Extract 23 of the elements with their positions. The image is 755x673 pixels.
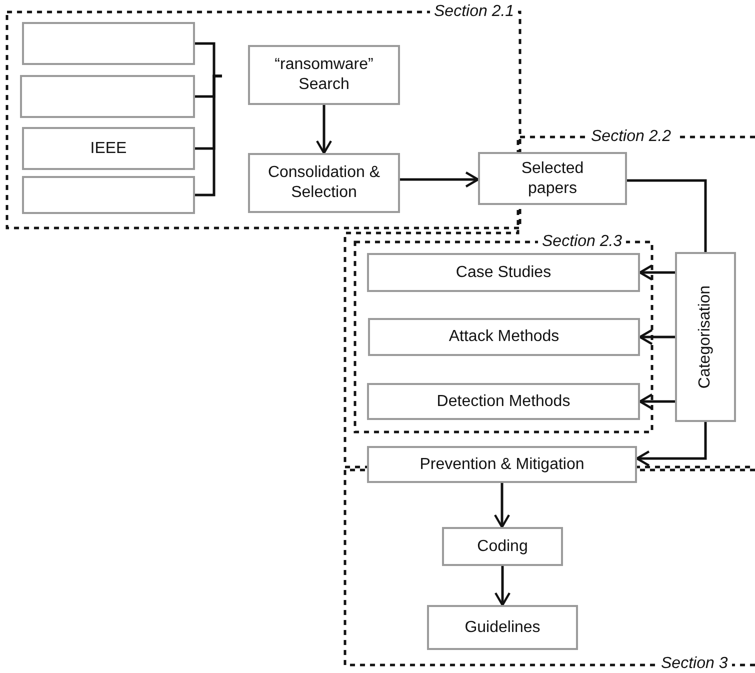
process-box: “ransomware” Search <box>248 45 400 105</box>
database-box <box>20 75 195 118</box>
process-box: Guidelines <box>427 605 578 650</box>
arrow <box>400 171 480 188</box>
arrow <box>638 393 675 410</box>
database-box <box>22 176 195 214</box>
category-box: Attack Methods <box>368 318 640 356</box>
arrow <box>638 264 675 281</box>
category-box: Prevention & Mitigation <box>367 446 637 483</box>
connector-line <box>627 179 707 252</box>
arrow <box>638 328 675 346</box>
database-box: IEEE <box>22 127 195 170</box>
bracket-line <box>195 74 222 196</box>
category-box: Case Studies <box>367 253 640 292</box>
arrow <box>316 105 332 154</box>
process-box: Coding <box>442 527 563 566</box>
arrow <box>494 566 511 606</box>
arrow <box>494 483 510 528</box>
category-box: Detection Methods <box>367 383 640 420</box>
process-box: Consolidation & Selection <box>248 153 400 213</box>
database-box <box>22 22 195 65</box>
process-box: Categorisation <box>675 252 736 422</box>
arrow <box>636 422 707 467</box>
